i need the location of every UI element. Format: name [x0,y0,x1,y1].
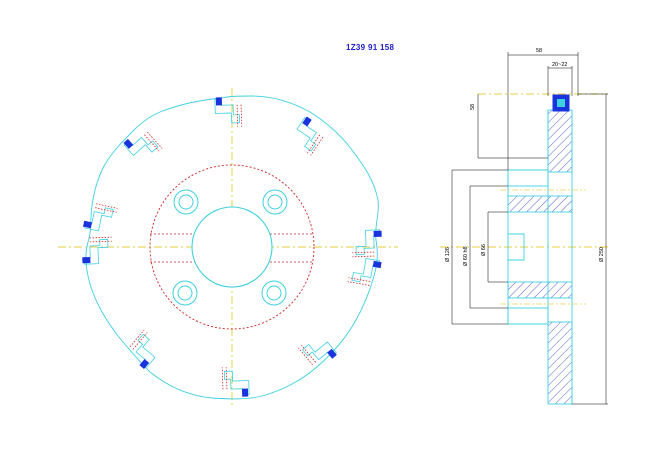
hub-pitch-circle [149,164,315,330]
insert-pocket [129,329,156,369]
bolt-holes [172,189,288,306]
hub-hatch-upper [507,195,573,213]
bolt-hole [262,189,288,215]
dimension-lines [451,52,608,405]
bolt-hole [172,280,198,306]
keyway-outline [508,233,525,261]
part-number: 1Z39 91 158 [346,43,395,52]
bolt-hole [173,189,199,215]
insert-pocket [221,367,250,397]
insert-pocket [298,341,337,366]
insert-pockets [82,97,382,397]
dim-bore-66: Ø 66 [481,244,487,256]
dim-bore-60h8: Ø 60 h8 [463,246,469,266]
flange-section-top [547,109,573,173]
hub-section-upper [507,169,549,187]
dim-cutter-depth: 58 [470,104,476,110]
dim-insert-width: 20~22 [552,62,567,68]
cutter-body-outline [85,95,379,400]
insert-pocket [214,97,243,127]
bolt-hole [261,280,287,306]
flange-section-bottom [547,321,573,405]
hub-section-lower [507,307,549,325]
insert-pocket [82,203,118,232]
section-view: 58 20~22 58 Ø 126 Ø 60 h8 Ø 66 Ø 250 [440,48,608,405]
insert-pocket [82,236,112,265]
insert-pocket [296,116,324,156]
dim-bore-126: Ø 126 [445,247,451,262]
insert-pocket [352,229,382,258]
hub-hatch-lower [507,281,573,299]
dim-overall-width: 58 [536,48,542,54]
center-bore [191,206,273,288]
insert-pocket [347,257,382,286]
insert-pocket [123,131,163,157]
front-view [58,88,398,408]
dim-outer-250: Ø 250 [599,247,605,262]
